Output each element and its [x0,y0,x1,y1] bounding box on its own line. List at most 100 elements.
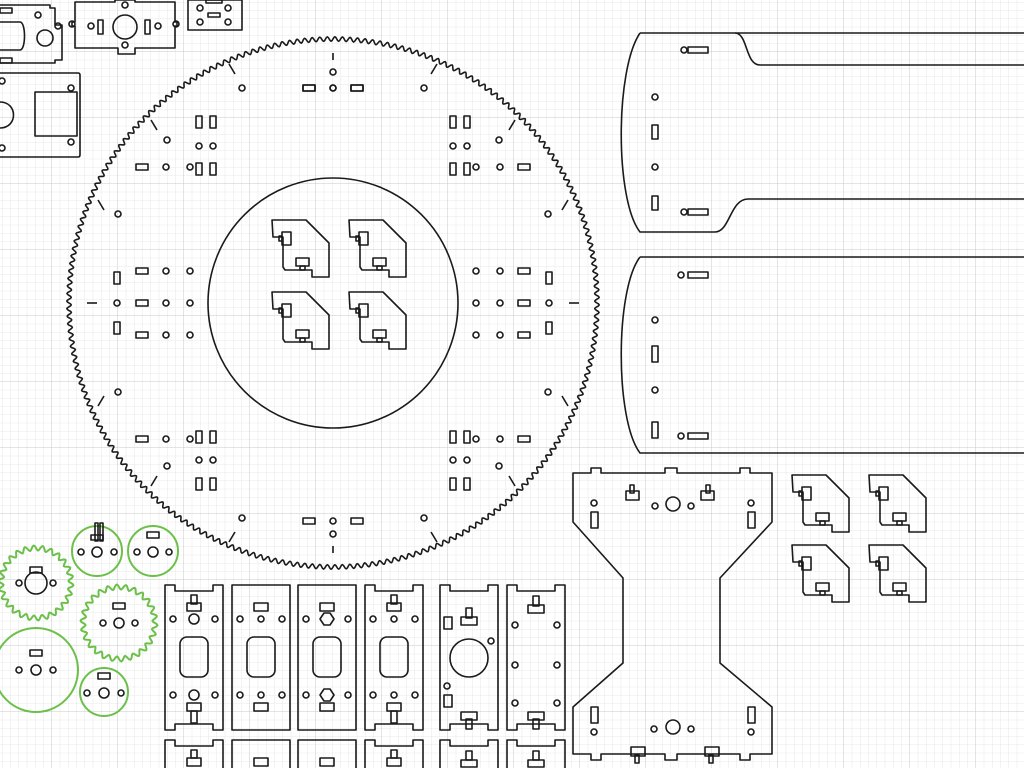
hole [329,530,337,538]
hole [133,548,141,556]
hole [83,689,91,697]
slot [449,430,457,444]
slot [651,345,659,363]
hole [329,517,337,525]
hole [390,615,398,623]
slot [376,265,383,271]
slot [195,115,203,129]
hole [77,548,85,556]
slot [179,636,209,678]
slot [463,430,471,444]
slot [465,718,473,730]
slot [896,590,903,596]
hole [487,637,495,645]
hole [121,41,129,49]
hole [113,617,125,629]
slot [651,124,659,140]
slot [0,7,13,14]
slot [195,162,203,176]
hole [553,621,561,629]
hole [511,699,519,707]
slot [545,321,553,335]
slot [460,711,478,721]
side-piece-4 [868,544,927,603]
slot [113,321,121,335]
slot [97,19,104,35]
tick [97,395,105,407]
servo-mount-plate-b [68,0,180,55]
slot [517,435,531,443]
hole [278,615,286,623]
slot [517,331,531,339]
hole [224,18,232,26]
hole [747,499,755,507]
hole [472,163,480,171]
outline [0,101,15,129]
hole [590,728,598,736]
slot [246,636,276,678]
slot [146,531,160,539]
hole [496,435,504,443]
hole [91,546,103,558]
slot [355,307,360,314]
hole [680,46,688,54]
slot [390,710,398,724]
disc-4 [79,667,129,717]
hole [67,84,75,92]
slot [29,566,43,574]
slot [350,84,364,92]
hole [665,719,681,735]
slot [798,560,803,567]
hole [169,691,177,699]
tick [228,531,236,543]
servo-bracket-row2-5 [439,739,499,768]
hole [496,299,504,307]
tick [97,199,105,211]
tick [150,119,158,131]
servo-bracket-6 [506,584,566,731]
slot [113,271,121,285]
hole [79,667,129,717]
hole [651,163,659,171]
outline [297,584,357,731]
slot [630,746,646,757]
hole [257,691,265,699]
hole [186,267,194,275]
slot [629,484,635,494]
hole [496,331,504,339]
hole [651,93,659,101]
hole [162,267,170,275]
hole [49,579,57,587]
hole [195,142,203,150]
hole [162,331,170,339]
hole [747,728,755,736]
hole [329,84,337,92]
outline [164,739,224,768]
hole [131,619,139,627]
hole [344,691,352,699]
center-piece-3 [271,291,330,350]
hole [302,615,310,623]
hole [390,691,398,699]
outline [506,584,566,731]
hole [677,432,685,440]
slot [207,12,221,18]
hole [188,689,200,701]
hole [236,691,244,699]
hole [369,691,377,699]
slot [195,477,203,491]
slot [449,115,457,129]
hole [511,661,519,669]
tick [430,63,438,75]
hole [369,615,377,623]
hole [411,615,419,623]
hole [127,525,179,577]
chassis-plate [572,467,773,764]
slot [896,520,903,526]
hole [196,4,204,12]
slot [253,757,269,767]
slot [209,162,217,176]
hole [114,388,122,396]
